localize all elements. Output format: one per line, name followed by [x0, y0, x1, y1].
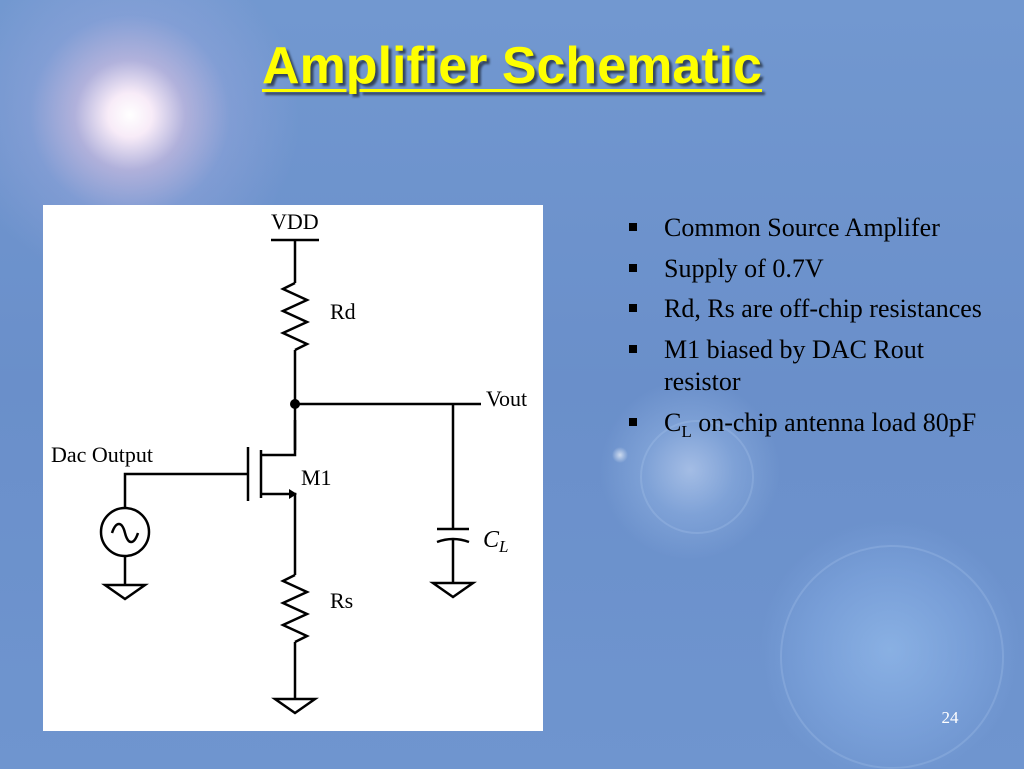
- m1-label: M1: [301, 465, 332, 490]
- slide-title: Amplifier Schematic: [262, 37, 762, 95]
- bullet-cl-rest: on-chip antenna load 80pF: [691, 407, 977, 437]
- page-number: 24: [941, 708, 959, 727]
- rs-resistor: [279, 573, 311, 644]
- vdd-label: VDD: [271, 209, 319, 234]
- bullet-item: CL on-chip antenna load 80pF: [627, 407, 1002, 443]
- ac-source-wave: [110, 522, 140, 544]
- bullet-square-icon: [629, 417, 637, 426]
- bullet-square-icon: [629, 345, 637, 354]
- rd-label: Rd: [330, 299, 356, 324]
- schematic-svg: VDD Rd Vout Dac Output M1 Rs CL: [51, 209, 527, 715]
- bullet-cl-main: C: [664, 407, 682, 437]
- cl-label: CL: [483, 527, 508, 556]
- bullet-square-icon: [629, 223, 637, 231]
- gate-wire: [123, 472, 248, 508]
- bullet-text: M1 biased by DAC Rout resistor: [664, 335, 924, 396]
- ground-symbol-rs: [271, 697, 319, 715]
- schematic-diagram: VDD Rd Vout Dac Output M1 Rs CL: [43, 205, 543, 731]
- bullet-item: Supply of 0.7V: [627, 253, 1002, 285]
- ground-symbol-cl: [429, 581, 477, 599]
- cl-label-sub: L: [498, 537, 508, 556]
- vout-junction-dot: [290, 399, 300, 409]
- m1-source-arrow: [289, 489, 297, 499]
- bullet-text: Rd, Rs are off-chip resistances: [664, 294, 982, 324]
- bullet-item: Rd, Rs are off-chip resistances: [627, 293, 1002, 325]
- bullet-item: M1 biased by DAC Rout resistor: [627, 334, 1002, 397]
- bullet-text: Supply of 0.7V: [664, 253, 824, 283]
- vout-label: Vout: [486, 386, 527, 411]
- cl-label-main: C: [483, 527, 500, 553]
- rd-resistor: [279, 281, 311, 352]
- bullet-list: Common Source Amplifer Supply of 0.7V Rd…: [627, 212, 1002, 452]
- m1-source: [261, 492, 297, 575]
- m1-drain: [261, 420, 297, 457]
- bullet-text: Common Source Amplifer: [664, 213, 940, 242]
- decorative-ring: [640, 420, 754, 534]
- rs-label: Rs: [330, 588, 353, 613]
- bullet-text: CL on-chip antenna load 80pF: [664, 407, 977, 441]
- bullet-square-icon: [629, 304, 637, 313]
- dac-output-label: Dac Output: [51, 442, 153, 467]
- bullet-item: Common Source Amplifer: [627, 212, 1002, 244]
- bullet-cl-sub: L: [681, 421, 692, 441]
- ground-symbol-source: [101, 583, 149, 601]
- decorative-ring: [780, 545, 1004, 769]
- bullet-square-icon: [629, 263, 637, 272]
